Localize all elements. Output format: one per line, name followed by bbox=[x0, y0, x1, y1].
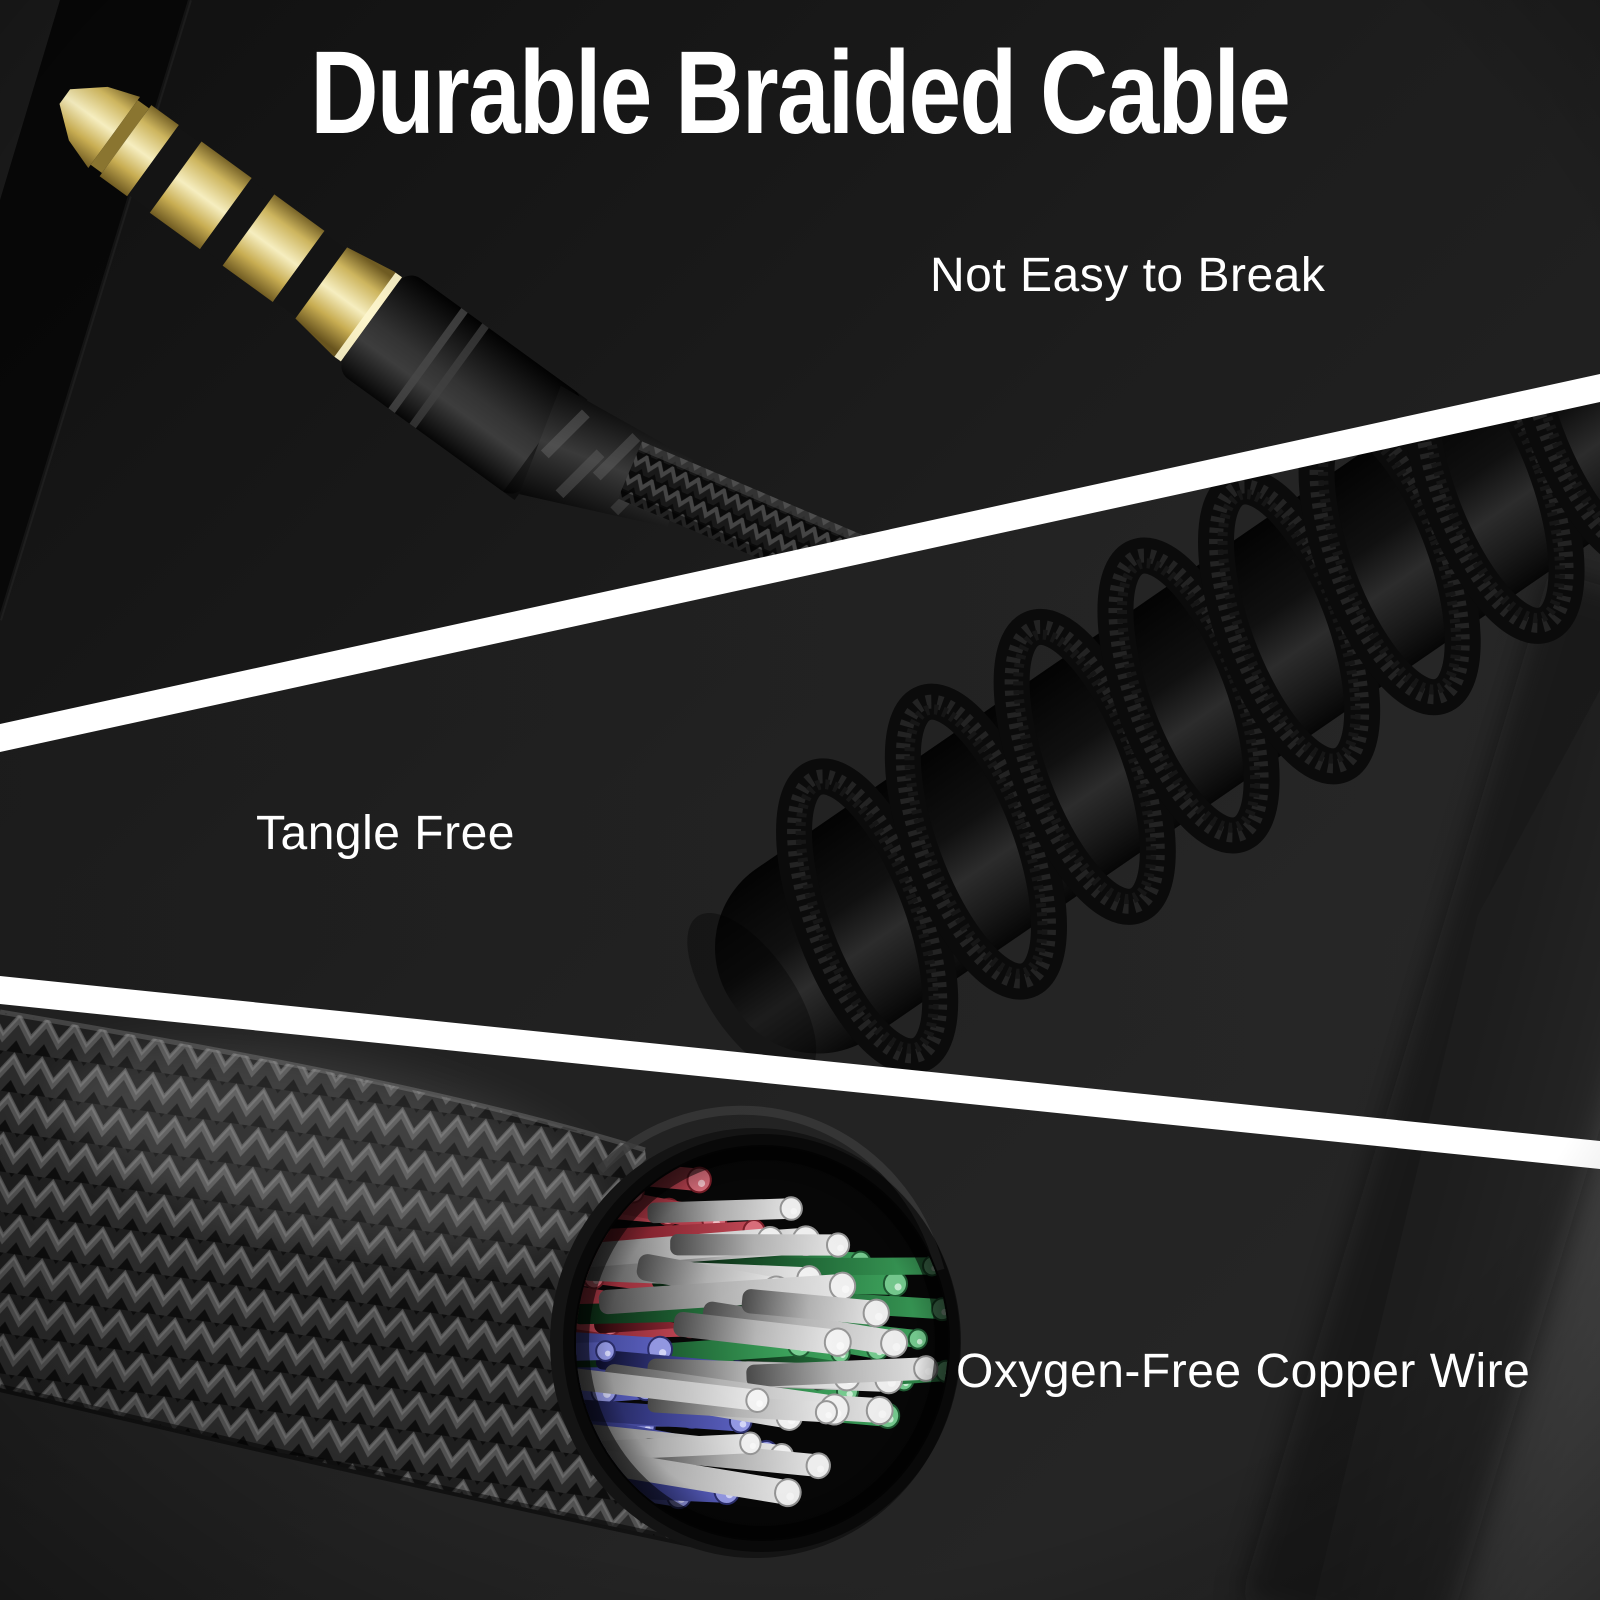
hero-title: Durable Braided Cable bbox=[0, 26, 1600, 162]
caption-oxygen-free-copper-wire: Oxygen-Free Copper Wire bbox=[956, 1345, 1531, 1398]
caption-not-easy-to-break: Not Easy to Break bbox=[930, 249, 1326, 302]
caption-tangle-free: Tangle Free bbox=[256, 807, 515, 860]
hero-title-text: Durable Braided Cable bbox=[310, 27, 1291, 159]
